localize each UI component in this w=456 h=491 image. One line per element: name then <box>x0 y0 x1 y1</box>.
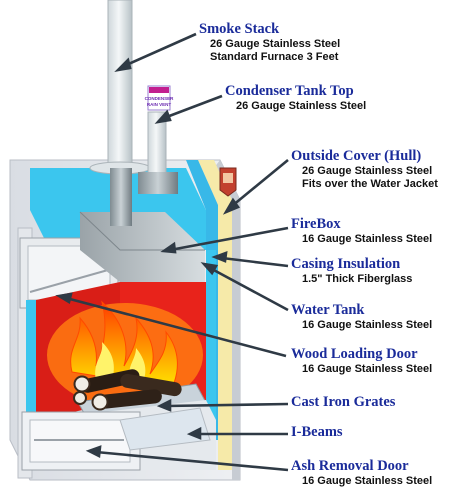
brand-badge-icon <box>219 167 237 197</box>
arrow-outside-cover <box>222 158 289 215</box>
callout-title: Wood Loading Door <box>291 346 418 362</box>
callout-line: Standard Furnace 3 Feet <box>210 51 339 63</box>
arrow-i-beams <box>186 426 288 440</box>
callout-water-tank: Water Tank 16 Gauge Stainless Steel <box>291 302 432 332</box>
callout-title: Water Tank <box>291 302 365 318</box>
smoke-stack-shape <box>89 0 151 226</box>
callout-line: 26 Gauge Stainless Steel <box>236 100 367 112</box>
condenser-tank-shape: CONDENSER RAIN VENT <box>138 85 178 194</box>
callout-title: Smoke Stack <box>199 21 280 37</box>
arrow-smoke-stack <box>114 32 197 72</box>
callout-wood-loading-door: Wood Loading Door 16 Gauge Stainless Ste… <box>291 346 432 376</box>
callout-title: Outside Cover (Hull) <box>291 148 422 164</box>
ash-removal-door-shape <box>21 400 216 471</box>
callout-outside-cover: Outside Cover (Hull) 26 Gauge Stainless … <box>291 148 438 191</box>
callout-title: Casing Insulation <box>291 256 401 272</box>
callout-title: FireBox <box>291 216 341 232</box>
arrow-wood-loading-door <box>55 292 287 358</box>
arrow-ash-removal-door <box>85 445 289 472</box>
callout-arrows <box>55 32 289 472</box>
callout-condenser-tank-top: Condenser Tank Top 26 Gauge Stainless St… <box>225 83 366 113</box>
callout-i-beams: I-Beams <box>291 424 343 441</box>
callout-cast-iron-grates: Cast Iron Grates <box>291 394 395 411</box>
callout-title: I-Beams <box>291 424 343 440</box>
arrow-condenser-tank-top <box>154 94 223 124</box>
callout-line: Fits over the Water Jacket <box>302 178 438 190</box>
arrow-firebox <box>160 226 289 254</box>
condenser-label-line2: RAIN VENT <box>147 102 172 107</box>
callout-title: Ash Removal Door <box>291 458 409 474</box>
condenser-label-line1: CONDENSER <box>145 96 175 101</box>
callout-title: Condenser Tank Top <box>225 83 354 99</box>
callout-smoke-stack: Smoke Stack 26 Gauge Stainless Steel Sta… <box>199 21 340 64</box>
callout-title: Cast Iron Grates <box>291 394 396 410</box>
callout-ash-removal-door: Ash Removal Door 16 Gauge Stainless Stee… <box>291 458 432 488</box>
callout-casing-insulation: Casing Insulation 1.5" Thick Fiberglass <box>291 256 412 286</box>
callout-line: 16 Gauge Stainless Steel <box>302 319 433 331</box>
callout-line: 26 Gauge Stainless Steel <box>210 38 341 50</box>
callout-line: 16 Gauge Stainless Steel <box>302 475 433 487</box>
arrow-water-tank <box>200 262 289 312</box>
callout-firebox: FireBox 16 Gauge Stainless Steel <box>291 216 432 246</box>
arrow-casing-insulation <box>211 251 289 268</box>
callout-line: 16 Gauge Stainless Steel <box>302 233 433 245</box>
callout-line: 26 Gauge Stainless Steel <box>302 165 433 177</box>
callout-line: 16 Gauge Stainless Steel <box>302 363 433 375</box>
arrow-cast-iron-grates <box>156 398 289 412</box>
callout-line: 1.5" Thick Fiberglass <box>302 273 413 285</box>
